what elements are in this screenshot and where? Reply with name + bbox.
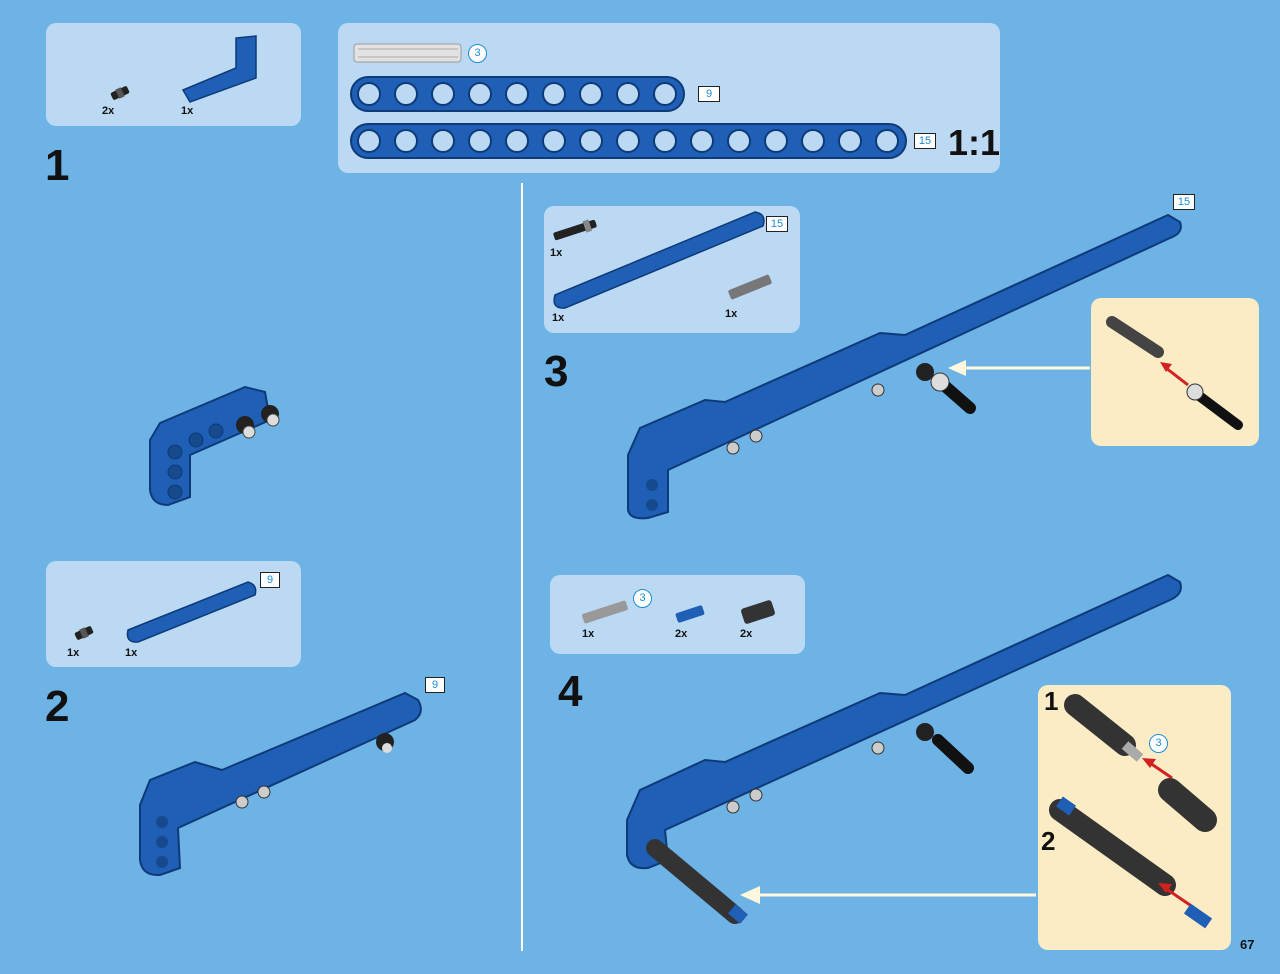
step3-part1-qty: 1x (550, 247, 563, 259)
step4-axle-length: 3 (633, 589, 652, 608)
beam-hole (394, 129, 418, 153)
step2-beam-9-icon (126, 581, 257, 643)
beam-hole (468, 82, 492, 106)
ruler-beam9-length: 9 (698, 86, 720, 102)
step1-parts-panel (46, 23, 301, 126)
step4-substep2-number: 2 (1041, 826, 1056, 856)
step4-part1-qty: 1x (582, 628, 595, 640)
step4-axle-pin-blue-icon (675, 605, 705, 623)
step2-part2-qty: 1x (125, 647, 138, 659)
beam-hole (653, 82, 677, 106)
beam-hole (579, 82, 603, 106)
scale-label: 1:1 (948, 122, 1001, 163)
beam-hole (727, 129, 751, 153)
ruler-axle-length: 3 (468, 44, 487, 63)
step4-callout-parts (1049, 694, 1217, 929)
step3-assembly (627, 213, 1182, 520)
beam-hole (542, 129, 566, 153)
step4-assembly (626, 573, 1182, 924)
beam-hole (579, 129, 603, 153)
beam-hole (505, 82, 529, 106)
page-number: 67 (1240, 937, 1255, 952)
step4-substep1-number: 1 (1044, 686, 1059, 716)
step3-number: 3 (544, 347, 569, 396)
beam-hole (616, 129, 640, 153)
step3-part3-qty: 1x (725, 308, 738, 320)
ruler-beam-15-icon (350, 123, 907, 159)
step2-number: 2 (45, 682, 70, 731)
beam-hole (357, 129, 381, 153)
step4-number: 4 (558, 667, 583, 716)
beam-hole (357, 82, 381, 106)
step1-part1-qty: 2x (102, 105, 115, 117)
beam-hole (505, 129, 529, 153)
beam-hole (875, 129, 899, 153)
step1-number: 1 (45, 141, 70, 190)
step4-part3-qty: 2x (740, 628, 753, 640)
step2-assembly-length: 9 (425, 677, 445, 693)
step3-beam-length: 15 (766, 216, 788, 232)
step4-axle-icon (582, 600, 628, 624)
beam-hole (394, 82, 418, 106)
ruler-axle-icon (353, 43, 462, 63)
beam-hole (431, 129, 455, 153)
step3-beam-15-icon (553, 211, 765, 309)
step2-part1-qty: 1x (67, 647, 80, 659)
beam-hole (801, 129, 825, 153)
step3-assembly-length: 15 (1173, 194, 1195, 210)
step1-assembly (149, 385, 280, 507)
beam-hole (542, 82, 566, 106)
beam-hole (616, 82, 640, 106)
ruler-beam15-length: 15 (914, 133, 936, 149)
step1-pin-icon (109, 84, 131, 102)
page-divider (521, 183, 523, 951)
step3-long-pin-icon (553, 219, 597, 241)
step1-l-beam-icon (181, 35, 257, 103)
step3-callout-parts (1106, 316, 1243, 430)
beam-hole (764, 129, 788, 153)
step3-axle-pin-icon (728, 274, 772, 300)
step2-beam-length: 9 (260, 572, 280, 588)
beam-hole (653, 129, 677, 153)
step1-part2-qty: 1x (181, 105, 194, 117)
beam-hole (431, 82, 455, 106)
step3-part2-qty: 1x (552, 312, 565, 324)
beam-hole (838, 129, 862, 153)
step4-part2-qty: 2x (675, 628, 688, 640)
step4-callout-axle-length: 3 (1149, 734, 1168, 753)
step2-assembly (139, 691, 422, 877)
step4-connector-icon (741, 600, 775, 624)
beam-hole (468, 129, 492, 153)
ruler-beam-9-icon (350, 76, 685, 112)
beam-hole (690, 129, 714, 153)
step2-pin-icon (73, 624, 95, 642)
